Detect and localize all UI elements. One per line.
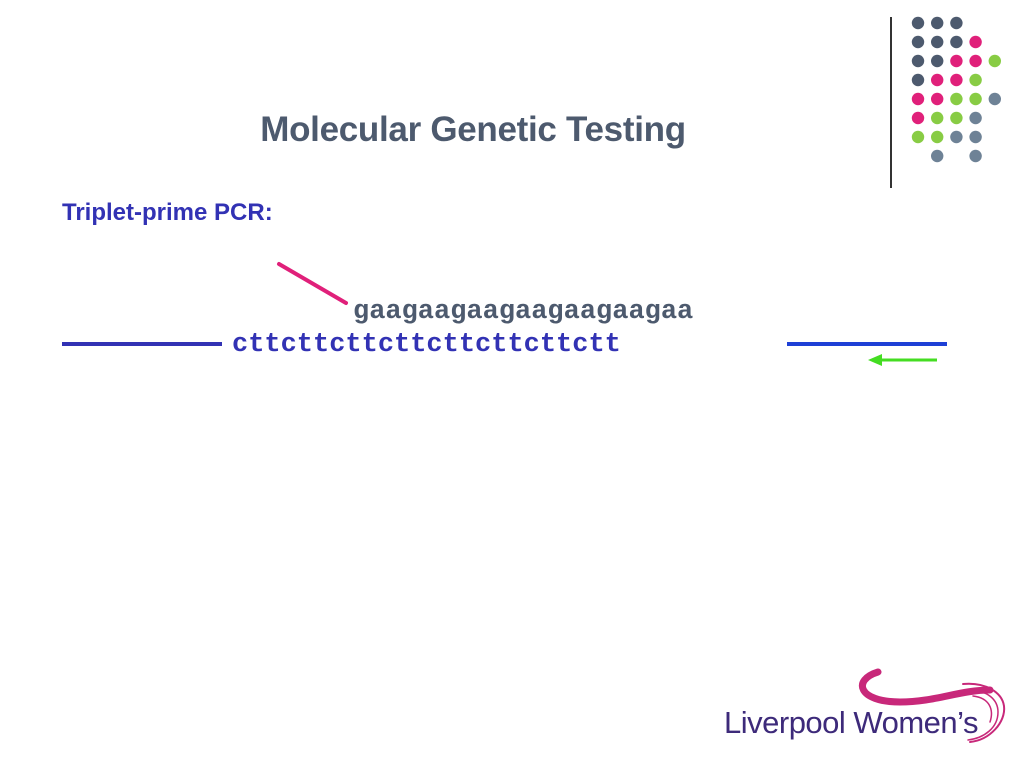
decor-dot [950, 92, 963, 106]
slide-subtitle: Triplet-prime PCR: [62, 199, 273, 226]
decor-dot [911, 35, 925, 49]
decor-dot [911, 73, 925, 87]
decor-dot [969, 54, 982, 68]
decor-dot [931, 149, 944, 163]
decor-dot [931, 35, 944, 49]
decor-dot [931, 54, 944, 68]
decor-dot [911, 130, 925, 144]
decor-dot [969, 149, 982, 163]
decor-dot [950, 54, 963, 68]
decor-dot [950, 16, 963, 30]
decor-dot [950, 35, 963, 49]
decor-dot [911, 54, 925, 68]
dot-grid-icon [911, 16, 1001, 163]
decor-dot [931, 111, 944, 125]
decor-dot [969, 35, 982, 49]
decor-dot [950, 111, 963, 125]
decor-dot [988, 54, 1001, 68]
primer-tail-line [277, 262, 348, 305]
header-divider [890, 17, 892, 188]
decor-dot [950, 130, 963, 144]
decor-dot [969, 73, 982, 87]
decor-dot [969, 111, 982, 125]
decor-dot [911, 16, 925, 30]
decor-dot [931, 130, 944, 144]
reverse-primer-arrow-icon [868, 354, 937, 366]
top-strand-sequence: gaagaagaagaagaagaagaa [353, 297, 694, 327]
decor-dot [988, 92, 1001, 106]
decor-dot [931, 73, 944, 87]
decor-dot [931, 92, 944, 106]
decor-dot [969, 92, 982, 106]
decor-dot [911, 111, 925, 125]
decor-dot [950, 73, 963, 87]
liverpool-womens-logo-icon [859, 668, 1006, 743]
logo-text: Liverpool Women’s [724, 705, 979, 740]
slide-title: Molecular Genetic Testing [260, 110, 686, 149]
decor-dot [969, 130, 982, 144]
decor-dot [911, 92, 925, 106]
bottom-strand-sequence: cttcttcttcttcttcttcttctt [232, 330, 621, 360]
decor-dot [931, 16, 944, 30]
